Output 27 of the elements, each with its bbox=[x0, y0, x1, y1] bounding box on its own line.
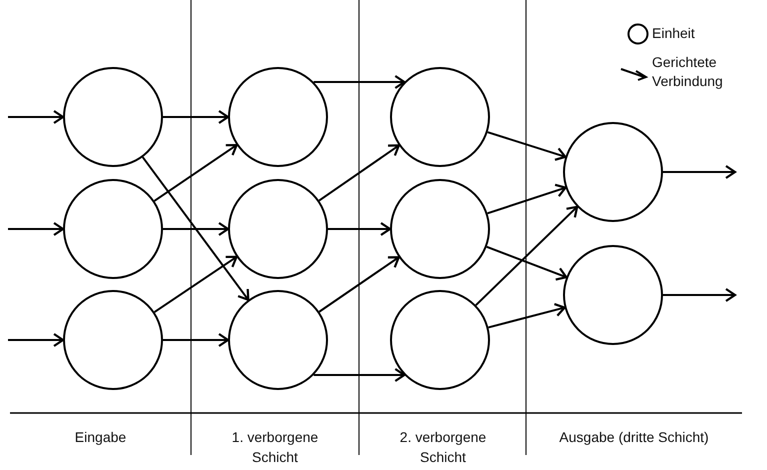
arrow bbox=[8, 222, 64, 236]
arrow bbox=[487, 131, 566, 161]
arrow bbox=[475, 206, 578, 306]
arrow bbox=[154, 144, 238, 202]
arrow bbox=[314, 368, 406, 382]
layer-label: Eingabe bbox=[74, 428, 128, 447]
arrow bbox=[8, 332, 64, 348]
arrow bbox=[328, 222, 392, 236]
arrow bbox=[314, 74, 406, 90]
layer-label: Ausgabe (dritte Schicht) bbox=[558, 428, 710, 447]
arrow bbox=[488, 302, 566, 328]
arrow bbox=[318, 144, 400, 202]
layer-label: 1. verborgene Schicht bbox=[230, 428, 320, 467]
arrow bbox=[663, 164, 736, 180]
arrow bbox=[318, 256, 400, 313]
arrow bbox=[663, 288, 736, 302]
arrow bbox=[487, 184, 567, 214]
arrow bbox=[8, 110, 64, 124]
arrow bbox=[163, 110, 230, 124]
arrow bbox=[486, 246, 568, 281]
legend-label: Gerichtete Verbindung bbox=[652, 53, 724, 91]
arrow bbox=[154, 256, 238, 313]
arrow bbox=[142, 156, 250, 301]
arrow bbox=[163, 222, 230, 236]
arrow bbox=[163, 332, 230, 348]
layer-label: 2. verborgene Schicht bbox=[398, 428, 488, 467]
legend-label: Einheit bbox=[652, 24, 695, 43]
